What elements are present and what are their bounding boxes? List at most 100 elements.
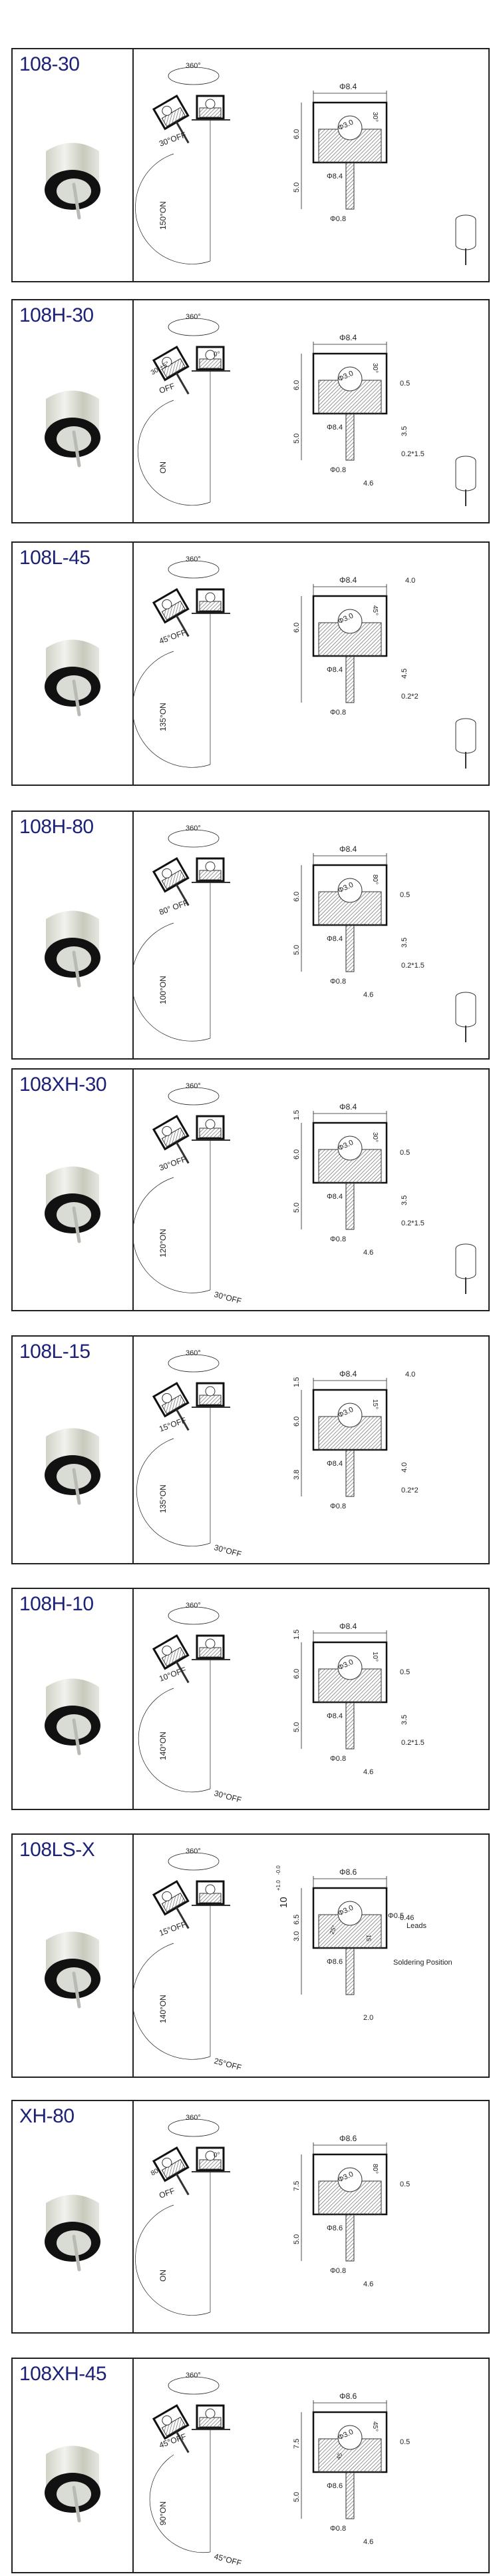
pin-section (345, 1947, 355, 1995)
dim-label-h-body: 6.0 (293, 892, 301, 902)
dim-label-spacing: 4.6 (363, 991, 373, 999)
dim-label-dia-body: Φ8.4 (327, 666, 343, 674)
dim-label-h-pin: 5.0 (293, 945, 301, 955)
dim-label-off2: 25°OFF (213, 2056, 242, 2072)
dim-label-dia-body: Φ8.4 (327, 424, 343, 432)
model-title: XH-80 (19, 2105, 75, 2127)
dim-label-on: 150°ON (158, 201, 168, 230)
lead-pin (72, 679, 81, 717)
dim-label-on: ON (158, 2270, 168, 2282)
dim-label-off: 30°OFF (158, 1154, 187, 1173)
dim-label-tol-minus: -0.0 (275, 1865, 281, 1875)
dim-label-angle2: 45 (335, 2452, 343, 2461)
dim-label-rotation: 360° (186, 1602, 201, 1610)
dim-label-ext: 4.0 (405, 1371, 415, 1379)
dim-label-rotation: 360° (186, 1082, 201, 1090)
dim-label-tol-plus: +1.0 (275, 1880, 281, 1891)
dim-label-spacing: 4.6 (363, 2538, 373, 2546)
model-title: 108L-15 (19, 1341, 90, 1363)
dim-label-off: OFF (158, 381, 176, 395)
dim-label-on: 140°ON (158, 1995, 168, 2023)
dim-label-dia-body: Φ8.6 (327, 2224, 343, 2232)
dim-label-h-pin: 5.0 (293, 1203, 301, 1213)
dim-label-h-top: 1.5 (293, 1630, 301, 1640)
tilt-switch-photo (45, 2194, 100, 2272)
rotation-arrow-icon (168, 1606, 220, 1625)
dim-label-h-pin: 5.0 (293, 434, 301, 444)
dim-label-off: 15°OFF (158, 1919, 187, 1938)
dim-label-lead-size: 0.2*1.5 (401, 962, 424, 970)
dim-label-rotation: 360° (186, 824, 201, 832)
dim-label-off2: 45°OFF (213, 2551, 242, 2567)
dim-label-angle: 30° (371, 363, 379, 373)
dim-label-on: 135°ON (158, 703, 168, 731)
tilt-switch-photo (45, 1931, 100, 2009)
dim-label-t-lead: 0.5 (400, 2180, 410, 2188)
dim-label-ext: 4.0 (405, 577, 415, 585)
dim-label-rotation: 360° (186, 313, 201, 321)
tilt-switch-photo (45, 910, 100, 988)
dim-label-rotation: 360° (186, 1349, 201, 1357)
tilt-switch-photo (45, 1428, 100, 1505)
product-photo-column: 108-30 (13, 49, 134, 281)
pin-section (345, 655, 355, 703)
rotation-arrow-icon (168, 318, 220, 336)
rotation-arrow-icon (168, 560, 220, 579)
rotation-arrow-icon (168, 1087, 220, 1106)
pin-section (345, 1182, 355, 1230)
rotation-arrow-icon (168, 829, 220, 848)
drawing-svg: 360°30°OFF150°ONΦ8.4Φ3.030°6.05.0Φ0.8Φ8.… (135, 62, 388, 264)
dim-label-a2: 15 (365, 1935, 372, 1941)
dim-label-t-lead: 0.5 (400, 2438, 410, 2446)
ball-section (337, 1135, 363, 1161)
dim-label-h-body: 6.0 (293, 380, 301, 390)
drawing-svg: 360°45°OFF90°ON45°OFFΦ8.6Φ3.045°7.55.0Φ0… (149, 2372, 410, 2568)
dim-label-dia-body: Φ8.4 (339, 575, 357, 585)
isometric-view-icon (455, 1243, 476, 1294)
lead-pin (72, 430, 81, 468)
dim-label-h-pin: 3.8 (293, 1470, 301, 1480)
dim-label-dia-body: Φ8.4 (339, 82, 357, 91)
dim-label-h-body: 6.0 (293, 1149, 301, 1159)
dim-label-h-body: 6.0 (293, 129, 301, 139)
dim-label-h-pin: 5.0 (293, 2234, 301, 2244)
dim-label-off: 30°OFF (158, 130, 187, 149)
model-title: 108XH-45 (19, 2363, 107, 2385)
dim-label-off2: 30°OFF (213, 1542, 242, 1558)
lead-pin (72, 1206, 81, 1243)
pin-section (345, 162, 355, 210)
product-photo-column: 108H-10 (13, 1589, 134, 1809)
dim-label-dia-pin: Φ0.8 (330, 1755, 346, 1763)
model-title: 108LS-X (19, 1839, 95, 1861)
rotation-arrow-icon (168, 2118, 220, 2137)
dim-label-rotation: 360° (186, 2372, 201, 2380)
dim-label-lead-size: 0.2*1.5 (401, 450, 424, 458)
dim-label-leads: Leads (407, 1922, 426, 1930)
rotation-arrow-icon (168, 1852, 220, 1871)
dim-label-t-lead: 0.5 (400, 1668, 410, 1676)
dim-label-dia-pin: Φ0.8 (330, 2267, 346, 2275)
dim-label-off2: 30°OFF (213, 1289, 242, 1305)
dim-label-h-top: 1.5 (293, 1110, 301, 1120)
dim-label-rotation: 360° (186, 2114, 201, 2122)
model-title: 108XH-30 (19, 1074, 107, 1096)
dim-label-dia-body: Φ8.4 (339, 1102, 357, 1112)
dim-label-dia-pin: Φ0.8 (330, 215, 346, 223)
dim-label-h-body: 6.0 (293, 1417, 301, 1427)
lead-pin (72, 1971, 81, 2009)
dim-label-off: OFF (158, 2186, 176, 2200)
dim-label-lead-size: 0.2*1.5 (401, 1739, 424, 1747)
tilt-switch-photo (45, 2445, 100, 2523)
product-photo-column: XH-80 (13, 2101, 134, 2332)
dim-label-h-lead: 3.5 (401, 1195, 409, 1205)
